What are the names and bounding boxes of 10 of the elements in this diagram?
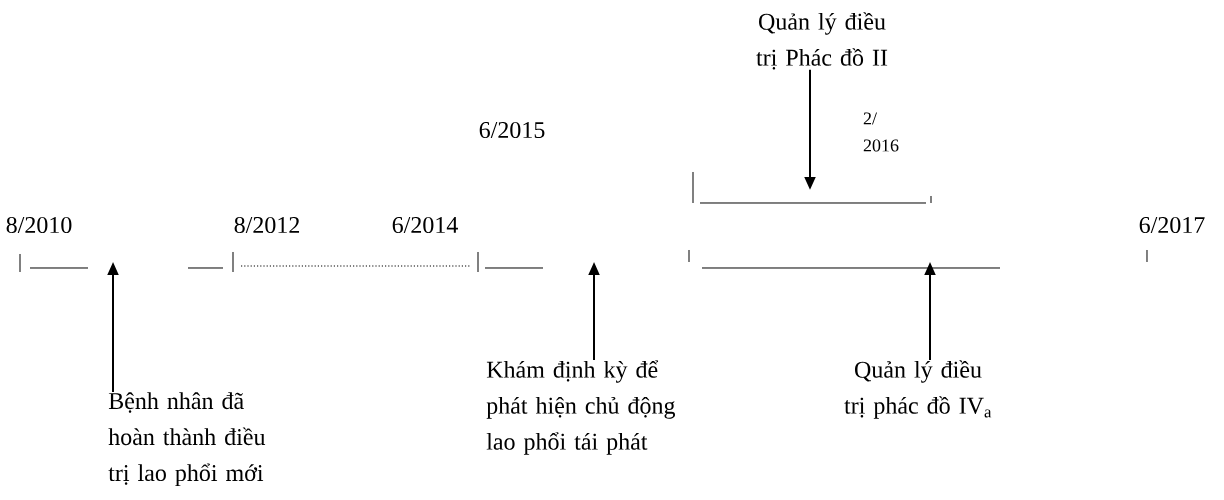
callout-text: Quản lý điều trị phác đồ IV$_{a}$ (844, 360, 992, 419)
callout-text: Khám định kỳ để phát hiện chủ động lao phổi tái phát (486, 360, 676, 455)
callout-text: Bệnh nhân đã hoàn thành điều trị lao phổi mới (108, 392, 266, 486)
date-label: 2/ 2016 (863, 112, 899, 152)
date-label: 6/2014 (392, 216, 458, 234)
date-label: 6/2017 (1139, 216, 1205, 234)
date-label: 8/2010 (6, 216, 72, 234)
callout-text: Quản lý điều trị Phác đồ II (756, 12, 888, 70)
date-label: 8/2012 (234, 216, 300, 234)
date-label: 6/2015 (479, 121, 545, 139)
